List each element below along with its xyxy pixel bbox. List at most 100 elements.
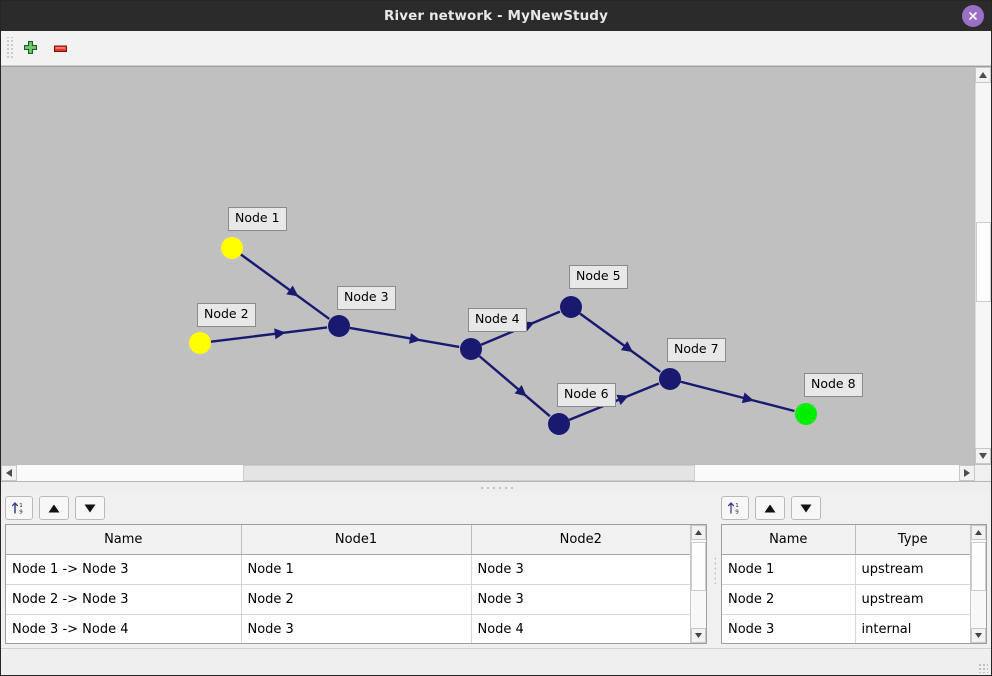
table-cell[interactable]: Node 1: [722, 554, 856, 585]
sort-ascending-icon[interactable]: 1 9: [5, 496, 33, 520]
scroll-right-icon[interactable]: [959, 465, 975, 481]
scroll-down-icon[interactable]: [971, 628, 986, 643]
edge-direction-arrow-icon: [274, 328, 286, 340]
nodes-vertical-scrollbar[interactable]: [970, 525, 986, 643]
column-header-name[interactable]: Name: [722, 525, 856, 555]
network-graph: [189, 237, 817, 435]
network-edge[interactable]: [478, 355, 551, 418]
move-down-button[interactable]: [75, 496, 105, 520]
network-diagram-area: Node 1 Node 2 Node 3 Node 4 Node 5 Node 6 Node…: [1, 66, 991, 464]
table-cell[interactable]: upstream: [855, 584, 970, 615]
table-cell[interactable]: Node 4: [471, 614, 690, 643]
edge-direction-arrow-icon: [409, 332, 421, 344]
node-label-node-2[interactable]: Node 2: [197, 303, 256, 327]
network-edge[interactable]: [579, 312, 662, 373]
column-header-type[interactable]: Type: [855, 525, 970, 555]
nodes-vscroll-thumb[interactable]: [971, 541, 986, 592]
nodes-vscroll-track[interactable]: [971, 540, 986, 628]
move-up-button[interactable]: [39, 496, 69, 520]
close-icon[interactable]: [962, 5, 984, 27]
canvas-hscroll-thumb[interactable]: [243, 465, 696, 481]
edge-direction-arrow-icon: [286, 285, 299, 297]
svg-text:9: 9: [735, 509, 739, 515]
vertical-splitter-grip-icon: [712, 556, 716, 584]
node-label-node-4[interactable]: Node 4: [468, 308, 527, 332]
node-label-node-7[interactable]: Node 7: [667, 338, 726, 362]
network-canvas[interactable]: Node 1 Node 2 Node 3 Node 4 Node 5 Node 6 Node…: [1, 67, 974, 464]
column-header-node1[interactable]: Node1: [241, 525, 472, 555]
add-plus-icon[interactable]: [15, 33, 45, 63]
network-edge[interactable]: [349, 326, 460, 349]
move-up-button[interactable]: [755, 496, 785, 520]
nodes-toolbar: 1 9: [717, 492, 991, 524]
splitter-grip-icon: [479, 485, 513, 489]
network-node-node-4[interactable]: [460, 338, 482, 360]
edge-direction-arrow-icon: [741, 392, 754, 404]
reaches-toolbar: 1 9: [1, 492, 711, 524]
column-header-node2[interactable]: Node2: [471, 525, 690, 555]
column-header-name[interactable]: Name: [6, 525, 242, 555]
vertical-splitter[interactable]: [711, 492, 717, 648]
network-node-node-5[interactable]: [560, 296, 582, 318]
network-node-node-8[interactable]: [795, 403, 817, 425]
reaches-vscroll-thumb[interactable]: [691, 541, 706, 592]
scroll-down-icon[interactable]: [975, 448, 991, 464]
node-label-node-8[interactable]: Node 8: [804, 373, 863, 397]
scrollbar-corner: [975, 465, 991, 481]
network-node-node-3[interactable]: [328, 315, 350, 337]
node-label-node-5[interactable]: Node 5: [569, 265, 628, 289]
node-label-node-1[interactable]: Node 1: [228, 207, 287, 231]
table-cell[interactable]: Node 1: [241, 554, 472, 585]
scroll-up-icon[interactable]: [971, 525, 986, 540]
network-edge[interactable]: [680, 380, 795, 413]
window-resize-grip[interactable]: [978, 663, 988, 673]
table-cell[interactable]: Node 2: [241, 584, 472, 615]
scroll-up-icon[interactable]: [975, 67, 991, 83]
network-node-node-6[interactable]: [548, 413, 570, 435]
table-cell[interactable]: Node 1 -> Node 3: [6, 554, 242, 585]
network-node-node-1[interactable]: [221, 237, 243, 259]
node-label-node-3[interactable]: Node 3: [337, 286, 396, 310]
move-down-button[interactable]: [791, 496, 821, 520]
network-node-node-2[interactable]: [189, 332, 211, 354]
table-cell[interactable]: Node 3: [471, 584, 690, 615]
canvas-vscroll-thumb[interactable]: [976, 221, 991, 302]
canvas-vertical-scrollbar[interactable]: [974, 67, 991, 464]
edge-direction-arrow-icon: [616, 394, 629, 405]
table-cell[interactable]: Node 3: [722, 614, 856, 643]
table-cell[interactable]: internal: [855, 614, 970, 643]
network-node-node-7[interactable]: [659, 368, 681, 390]
reaches-vscroll-track[interactable]: [691, 540, 706, 628]
scroll-left-icon[interactable]: [1, 465, 17, 481]
scroll-down-icon[interactable]: [691, 628, 706, 643]
network-edge[interactable]: [240, 253, 331, 320]
table-cell[interactable]: Node 3: [241, 614, 472, 643]
table-cell[interactable]: Node 2: [722, 584, 856, 615]
page-title: River network - MyNewStudy: [384, 8, 608, 24]
horizontal-splitter[interactable]: [1, 481, 991, 492]
canvas-hscroll-track[interactable]: [17, 465, 959, 481]
node-label-node-6[interactable]: Node 6: [557, 383, 616, 407]
toolbar-drag-handle[interactable]: [5, 37, 13, 59]
canvas-horizontal-scrollbar[interactable]: [1, 464, 991, 481]
table-cell[interactable]: Node 2 -> Node 3: [6, 584, 242, 615]
network-edge[interactable]: [210, 326, 328, 343]
table-cell[interactable]: Node 3: [471, 554, 690, 585]
sort-ascending-icon[interactable]: 1 9: [721, 496, 749, 520]
table-cell[interactable]: Node 3 -> Node 4: [6, 614, 242, 643]
reaches-vertical-scrollbar[interactable]: [690, 525, 706, 643]
canvas-vscroll-track[interactable]: [975, 83, 991, 448]
scroll-up-icon[interactable]: [691, 525, 706, 540]
remove-minus-icon[interactable]: [45, 33, 75, 63]
table-cell[interactable]: upstream: [855, 554, 970, 585]
